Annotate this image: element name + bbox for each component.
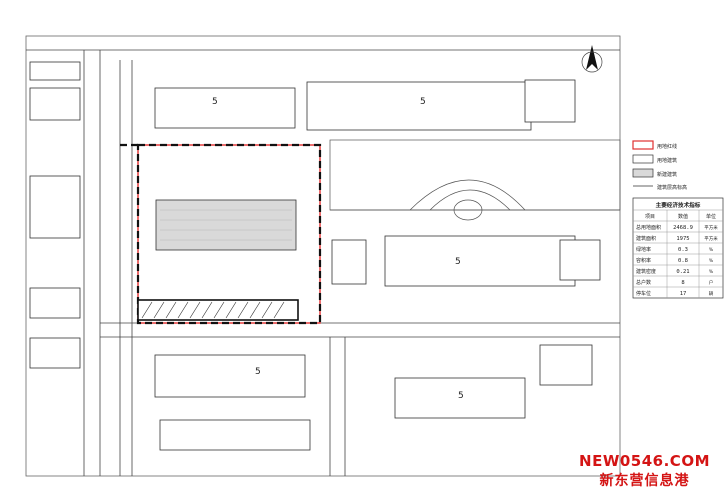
legend-elevation: 建筑层高标高 [657,184,687,191]
table-cell: 0.8 [678,258,688,264]
table-header: 单位 [706,213,716,220]
table-cell: 容积率 [636,257,651,264]
block-label-5: 5 [458,391,464,401]
table-cell: % [709,247,714,253]
table-cell: 停车位 [636,290,651,297]
table-cell: 总户数 [636,279,651,286]
watermark-name: 新东营信息港 [599,473,690,489]
table-cell: 17 [680,291,687,297]
table-cell: 户 [709,279,714,286]
watermark: NEW0546.COM 新东营信息港 [579,452,710,490]
parking-strip [137,299,299,321]
block-label-5: 5 [455,257,461,267]
table-cell: 辆 [709,290,714,297]
table-cell: 平方米 [704,235,718,242]
block-label-5: 5 [212,97,218,107]
table-title: 主要经济技术指标 [656,201,701,209]
table-cell: 0.21 [676,269,689,275]
table-cell: 总用地面积 [636,224,661,231]
table-cell: 2468.9 [673,225,693,231]
block-label-5: 5 [420,97,426,107]
north-arrow-icon [581,45,603,73]
table-header: 数值 [678,213,688,220]
table-cell: 建筑面积 [636,235,656,242]
legend-existing: 用地建筑 [657,157,677,164]
table-cell: 平方米 [704,224,718,231]
block-label-5: 5 [255,367,261,377]
indicator-table: 主要经济技术指标 项目 数值 单位 总用地面积 2468.9 平方米 建筑面积 … [632,197,724,299]
table-header: 项目 [645,214,655,220]
legend: 用地红线 用地建筑 新建建筑 建筑层高标高 [632,140,687,191]
table-cell: 1975 [676,236,689,242]
legend-new: 新建建筑 [657,171,677,178]
table-cell: 建筑密度 [636,268,656,275]
table-cell: % [709,269,714,275]
legend-red-line: 用地红线 [657,143,677,150]
table-cell: % [709,258,714,264]
table-cell: 0.3 [678,247,688,253]
watermark-url: NEW0546.COM [579,452,710,470]
table-cell: 绿地率 [636,246,651,253]
new-building [155,199,297,251]
table-cell: 8 [681,280,684,286]
sheet-border [25,35,621,477]
